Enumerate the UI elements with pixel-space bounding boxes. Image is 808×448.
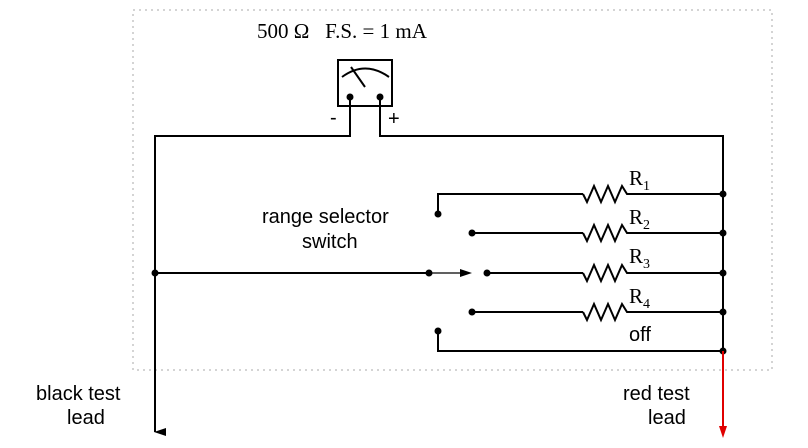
- resistor-r4: [582, 301, 723, 323]
- resistors: [582, 183, 723, 323]
- wires: [154, 97, 724, 436]
- minus-terminal-label: -: [330, 107, 337, 129]
- range-selector-label-line1: range selector: [262, 206, 389, 228]
- resistor-r2: [582, 222, 723, 244]
- enclosure-boundary: [132, 9, 773, 371]
- plus-terminal-label: +: [388, 108, 400, 130]
- range-selector-label-line2: switch: [302, 231, 358, 253]
- r1-label: R1: [629, 166, 650, 194]
- r2-label: R2: [629, 205, 650, 233]
- red-test-lead-label-line1: red test: [623, 383, 690, 405]
- meter-icon: [337, 59, 393, 107]
- resistor-r3: [582, 262, 723, 284]
- red-test-lead-label-line2: lead: [648, 407, 686, 429]
- black-test-lead-label-line2: lead: [67, 407, 105, 429]
- off-label: off: [629, 324, 651, 346]
- resistor-r1: [582, 183, 723, 205]
- meter-spec-label: 500 Ω F.S. = 1 mA: [257, 19, 428, 43]
- junction-dots: [151, 190, 727, 355]
- black-test-lead-label-line1: black test: [36, 383, 121, 405]
- r3-label: R3: [629, 244, 650, 272]
- r4-label: R4: [629, 284, 650, 312]
- red-test-lead: [719, 351, 727, 438]
